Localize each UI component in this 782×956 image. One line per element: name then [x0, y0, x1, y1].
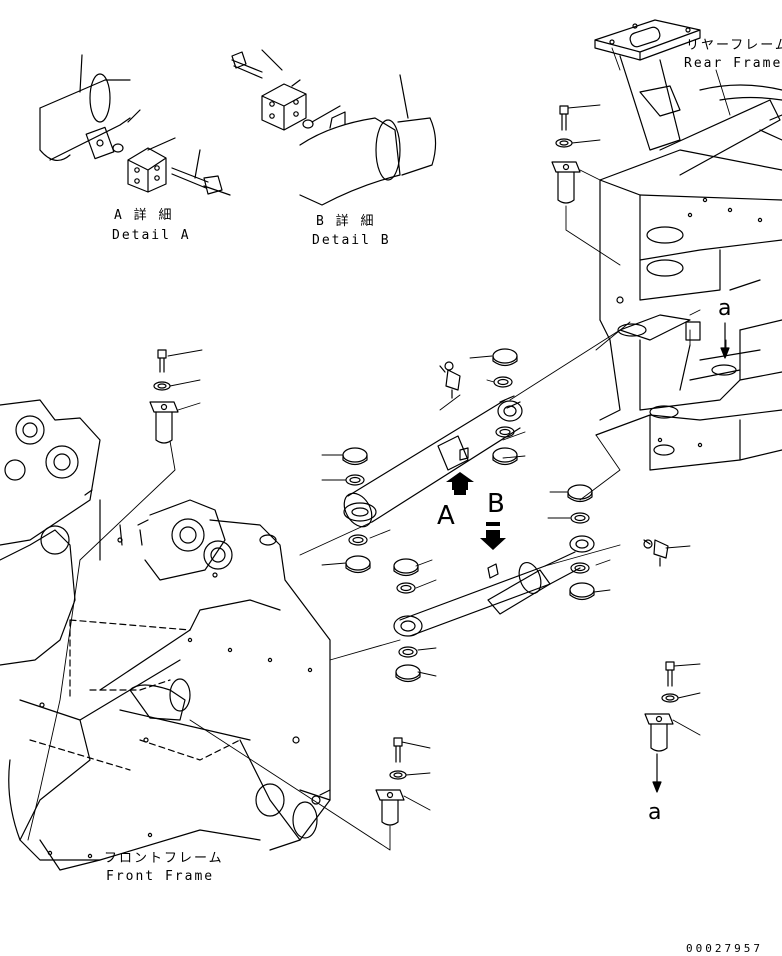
- callout-b-letter: B: [487, 489, 505, 519]
- grease-fittings: [439, 361, 669, 567]
- leader-lines: [27, 47, 731, 851]
- bushings-and-washers: [342, 348, 595, 683]
- ref-a-bottom-letter: a: [648, 800, 662, 825]
- rear-frame-en-label: Rear Frame: [684, 56, 782, 71]
- rear-frame-jp-label: リヤーフレーム: [686, 38, 782, 53]
- rear-frame: [594, 19, 782, 471]
- detail-b-illustration: [231, 49, 437, 206]
- upper-steering-cylinder: [343, 395, 523, 528]
- detail-b-arrow: [480, 522, 506, 550]
- front-frame-en-label: Front Frame: [106, 869, 215, 884]
- detail-a-en-label: Detail A: [112, 228, 191, 243]
- detail-a-illustration: [39, 54, 231, 196]
- ref-a-pointer-bottom: [652, 753, 662, 793]
- pin-assembly-bottom-right: [644, 661, 679, 752]
- front-frame-jp-label: フロントフレーム: [104, 851, 224, 866]
- pin-assembly-top-right: [551, 105, 581, 204]
- detail-a-jp-label: A 詳 細: [114, 208, 174, 223]
- lower-steering-cylinder: [393, 535, 595, 637]
- front-frame: [0, 399, 331, 871]
- detail-b-en-label: Detail B: [312, 233, 391, 248]
- pin-assembly-bottom-center: [375, 737, 407, 826]
- ref-a-top-letter: a: [718, 296, 732, 321]
- callout-a-letter: A: [437, 501, 455, 531]
- pin-assembly-top-left: [149, 349, 179, 444]
- ref-a-pointer-top: [720, 322, 730, 359]
- detail-b-jp-label: B 詳 細: [316, 214, 376, 229]
- detail-a-arrow: [446, 472, 474, 495]
- drawing-number: 00027957: [686, 942, 763, 955]
